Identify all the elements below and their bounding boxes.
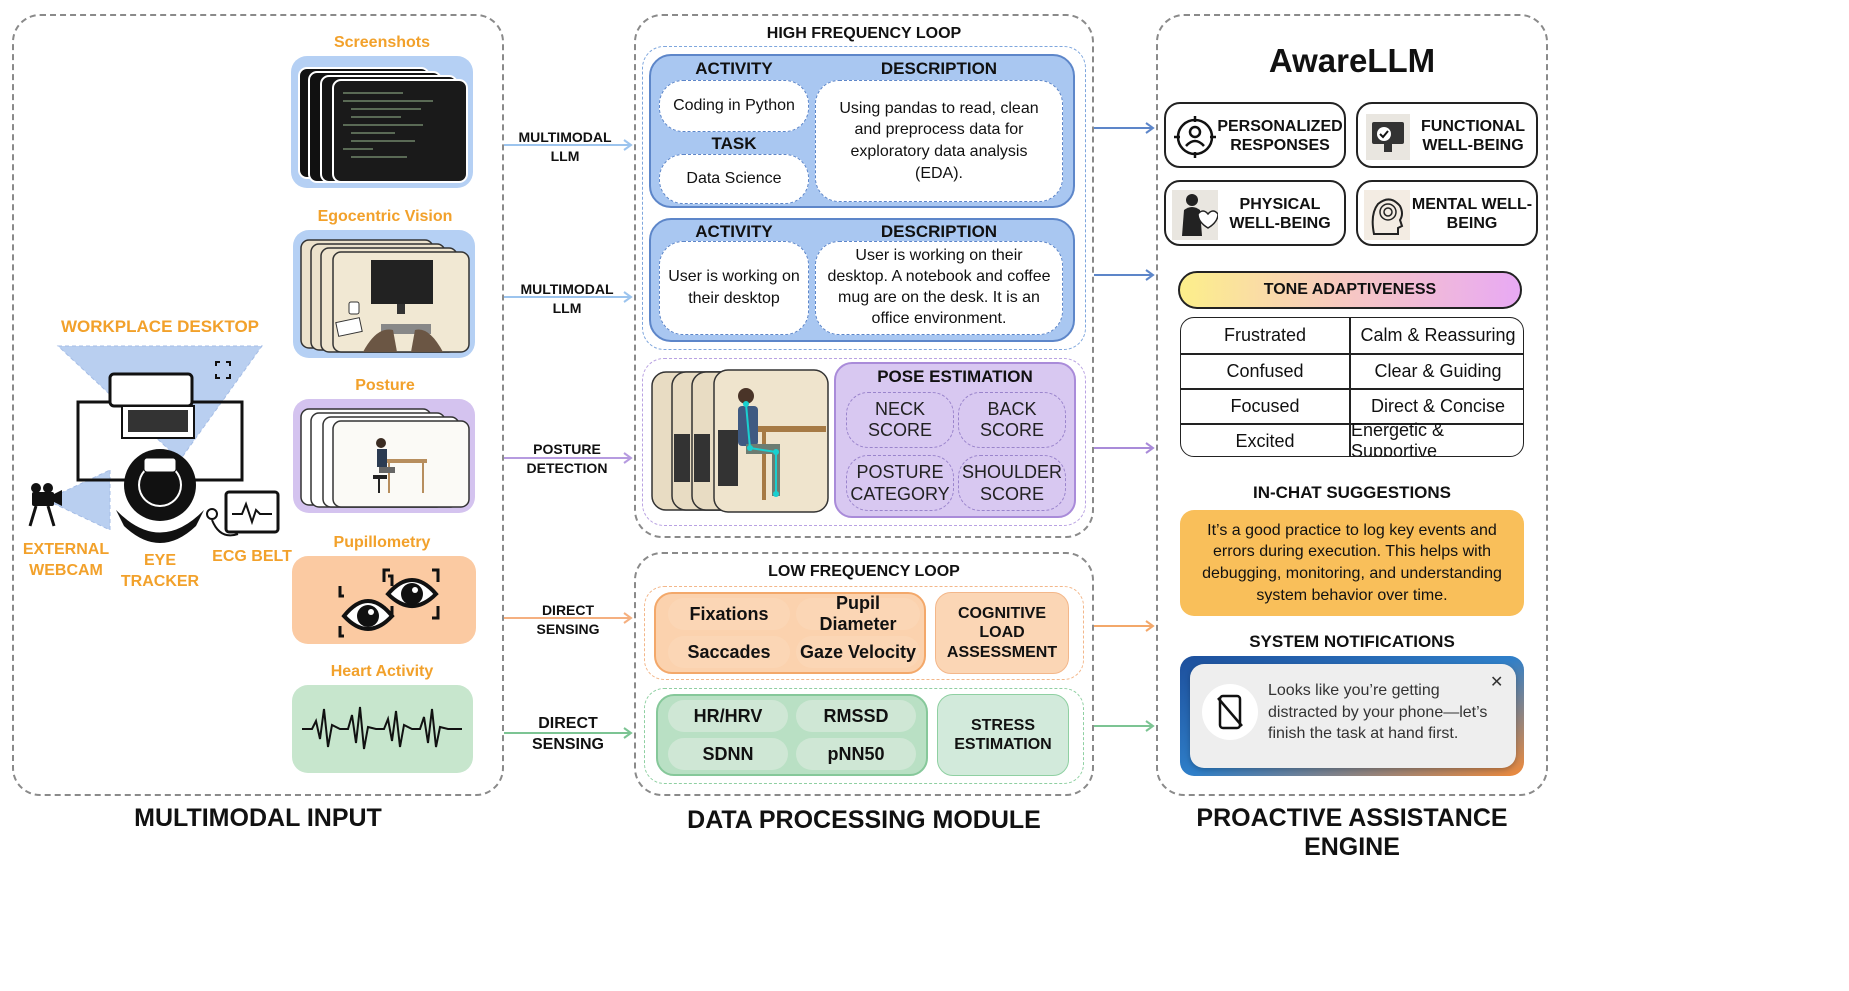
hf1-description-header: DESCRIPTION [880, 59, 998, 78]
hf1-description-value: Using pandas to read, clean and preproce… [815, 80, 1063, 202]
tone-table: Frustrated Calm & Reassuring Confused Cl… [1180, 317, 1524, 457]
tile-mental-well-being: MENTAL WELL-BEING [1356, 180, 1538, 246]
hf2-activity-value: User is working on their desktop [659, 241, 809, 335]
arrow-3 [504, 452, 633, 464]
tone-divider-h3 [1181, 423, 1523, 425]
metric-hr-hrv: HR/HRV [668, 700, 788, 732]
tone-response-calm: Calm & Reassuring [1360, 325, 1516, 345]
tile-personalized-responses: PERSONALIZED RESPONSES [1164, 102, 1346, 168]
physical-heart-icon [1172, 190, 1218, 240]
metric-saccades: Saccades [668, 636, 790, 668]
assistance-engine-title: PROACTIVE ASSISTANCE ENGINE [1196, 804, 1508, 861]
stream-posture-label: Posture [355, 377, 415, 394]
personalized-icon [1174, 116, 1216, 158]
connector-arrows [1094, 122, 1155, 732]
monitor-check-icon [1366, 114, 1410, 160]
metric-gaze-velocity: Gaze Velocity [796, 636, 920, 668]
workplace-desktop-label: WORKPLACE DESKTOP [60, 317, 260, 336]
data-processing-title: DATA PROCESSING MODULE [687, 806, 1041, 834]
arrow-2 [504, 291, 633, 303]
system-notifications-title: SYSTEM NOTIFICATIONS [1249, 632, 1455, 651]
low-frequency-loop-panel [634, 552, 1094, 796]
arrow-label-direct-sensing-1: DIRECT SENSING [536, 602, 600, 637]
tile-physical-label: PHYSICAL WELL-BEING [1229, 195, 1331, 232]
arrow-label-multimodal-llm-2: MULTIMODAL LLM [520, 281, 614, 316]
notification-close-icon[interactable]: ✕ [1490, 674, 1504, 691]
posture-category: POSTURE CATEGORY [846, 455, 954, 511]
assistance-engine-panel [1156, 14, 1548, 796]
arrow-4 [504, 612, 633, 624]
egocentric-thumbnail [293, 230, 475, 358]
stream-screenshots-label: Screenshots [333, 34, 431, 51]
cognitive-load-assessment: COGNITIVE LOAD ASSESSMENT [935, 592, 1069, 674]
tile-physical-well-being: PHYSICAL WELL-BEING [1164, 180, 1346, 246]
suggestion-bubble: It’s a good practice to log key events a… [1180, 510, 1524, 616]
external-webcam-label: EXTERNAL WEBCAM [22, 541, 110, 579]
tone-emotion-focused: Focused [1230, 396, 1300, 416]
high-frequency-loop-title: HIGH FREQUENCY LOOP [766, 25, 962, 42]
posture-thumbnail [293, 399, 475, 513]
tile-mental-label: MENTAL WELL-BEING [1411, 195, 1533, 232]
neck-score: NECK SCORE [846, 392, 954, 448]
multimodal-input-title: MULTIMODAL INPUT [134, 804, 382, 832]
pose-estimation-title: POSE ESTIMATION [877, 367, 1033, 386]
stress-estimation: STRESS ESTIMATION [937, 694, 1069, 776]
tile-functional-well-being: FUNCTIONAL WELL-BEING [1356, 102, 1538, 168]
notification-text: Looks like you’re getting distracted by … [1268, 682, 1488, 743]
tone-response-clear: Clear & Guiding [1374, 361, 1502, 381]
screenshots-thumbnail [291, 56, 473, 188]
hf-pose-outer-dash [642, 358, 1086, 526]
eye-tracker-label: EYE TRACKER [120, 552, 200, 590]
stream-pupillometry-label: Pupillometry [333, 534, 431, 551]
arrow-5 [504, 727, 633, 739]
tone-response-direct: Direct & Concise [1370, 396, 1506, 416]
hf2-description-header: DESCRIPTION [880, 222, 998, 241]
hf2-activity-header: ACTIVITY [695, 222, 773, 241]
arrow-label-posture-detection: POSTURE DETECTION [526, 441, 608, 476]
stream-heart-label: Heart Activity [330, 663, 434, 680]
arrow-label-direct-sensing-2: DIRECT SENSING [531, 715, 604, 753]
high-frequency-loop-panel [634, 14, 1094, 538]
multimodal-input-panel [12, 14, 504, 796]
in-chat-suggestions-title: IN-CHAT SUGGESTIONS [1252, 483, 1452, 502]
heart-activity-thumbnail [292, 685, 473, 773]
back-score: BACK SCORE [958, 392, 1066, 448]
tone-emotion-excited: Excited [1235, 430, 1295, 451]
pupillometry-thumbnail [292, 556, 476, 644]
tone-divider-h2 [1181, 388, 1523, 390]
metric-pupil-diameter: Pupil Diameter [796, 593, 920, 634]
phone-off-icon [1202, 684, 1258, 740]
metric-sdnn: SDNN [668, 738, 788, 770]
hf1-activity-header: ACTIVITY [695, 59, 773, 78]
tone-adaptiveness-header: TONE ADAPTIVENESS [1178, 271, 1522, 309]
hf-inner-dash [642, 46, 1086, 350]
notification-toast[interactable]: Looks like you’re getting distracted by … [1190, 664, 1516, 768]
metric-fixations: Fixations [668, 598, 790, 630]
arrow-label-multimodal-llm-1: MULTIMODAL LLM [518, 129, 612, 164]
brain-head-icon [1364, 190, 1410, 240]
shoulder-score: SHOULDER SCORE [958, 455, 1066, 511]
tone-emotion-frustrated: Frustrated [1223, 325, 1307, 345]
workplace-illustration [28, 345, 280, 543]
metric-rmssd: RMSSD [796, 700, 916, 732]
hf2-description-value: User is working on their desktop. A note… [815, 241, 1063, 335]
tile-functional-label: FUNCTIONAL WELL-BEING [1421, 117, 1525, 154]
stream-egocentric-label: Egocentric Vision [317, 208, 453, 225]
tone-response-energetic: Energetic & Supportive [1351, 420, 1445, 457]
metric-pnn50: pNN50 [796, 738, 916, 770]
low-frequency-loop-title: LOW FREQUENCY LOOP [768, 563, 960, 580]
arrow-1 [504, 139, 633, 151]
tone-emotion-confused: Confused [1226, 361, 1304, 381]
hf1-task-value: Data Science [659, 154, 809, 204]
hf1-activity-value: Coding in Python [659, 80, 809, 132]
lf-eye-outer [644, 586, 1084, 680]
tone-divider-v [1349, 318, 1351, 456]
lf-heart-outer [644, 688, 1084, 784]
tile-personalized-label: PERSONALIZED RESPONSES [1217, 117, 1343, 154]
hf1-task-header: TASK [711, 134, 757, 153]
pose-image-stack [651, 369, 829, 513]
tone-divider-h1 [1181, 353, 1523, 355]
awarellm-title: AwareLLM [1268, 42, 1436, 79]
ecg-belt-label: ECG BELT [212, 548, 292, 565]
